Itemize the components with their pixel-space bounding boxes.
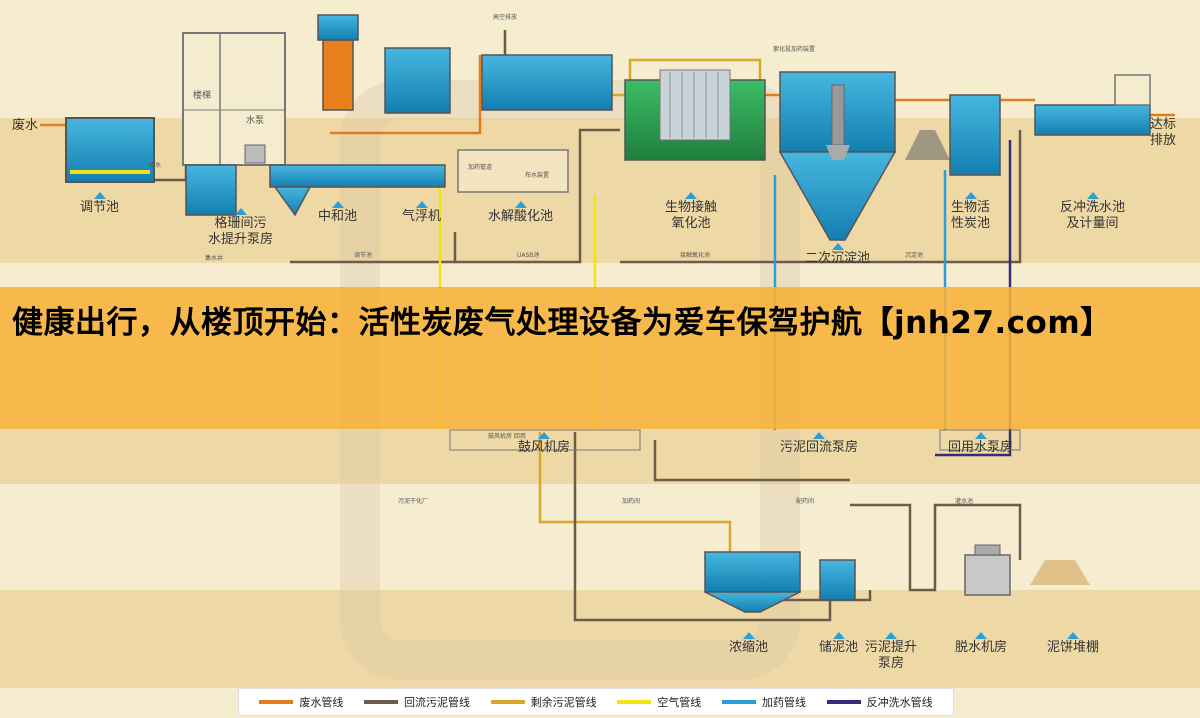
unit-label-huiyong: 回用水泵房 xyxy=(948,432,1013,456)
unit-label-fanchong: 反冲洗水池 及计量间 xyxy=(1060,192,1125,232)
pipe-legend: 废水管线 回流污泥管线 剩余污泥管线 空气管线 加药管线 反冲洗水管线 xyxy=(238,688,954,716)
unit-label-gufeng: 鼓风机房 xyxy=(518,432,570,456)
legend-swatch xyxy=(490,700,525,704)
legend-item-excess-sludge: 剩余污泥管线 xyxy=(490,694,597,710)
legend-swatch xyxy=(259,700,294,704)
unit-label-qifu: 气浮机 xyxy=(402,201,441,225)
flocculant-label: 絮化投加药装置 xyxy=(773,46,816,53)
legend-item-dosing: 加药管线 xyxy=(721,694,806,710)
headline-text: 健康出行，从楼顶开始：活性炭废气处理设备为爱车保驾护航【jnh27.com】 xyxy=(12,305,1112,341)
stairs-label: 楼梯 xyxy=(193,91,212,101)
legend-item-return-sludge: 回流污泥管线 xyxy=(363,694,470,710)
legend-swatch xyxy=(363,700,398,704)
unit-label-tuoshui: 脱水机房 xyxy=(955,632,1007,656)
legend-item-backwash: 反冲洗水管线 xyxy=(826,694,933,710)
pump-label: 水泵 xyxy=(246,116,265,126)
unit-label-wunihuiliu: 污泥回流泵房 xyxy=(780,432,858,456)
jiechu-label: 接触氧化池 xyxy=(680,252,711,259)
chendian-label: 沉淀池 xyxy=(905,252,924,259)
legend-swatch xyxy=(617,700,652,704)
jiayao-label: 加药间 xyxy=(622,498,641,505)
unit-label-shengwu: 生物接触 氧化池 xyxy=(665,192,717,232)
unit-label-nongsuo: 浓缩池 xyxy=(729,632,768,656)
outlet-label: 达标 排放 xyxy=(1150,117,1177,148)
waste-short-label: 废水 xyxy=(149,162,162,169)
unit-label-geshan: 格珊间污 水提升泵房 xyxy=(208,208,273,248)
headline-banner: 健康出行，从楼顶开始：活性炭废气处理设备为爱车保驾护航【jnh27.com】 xyxy=(0,287,1200,429)
unit-label-tiaojie: 调节池 xyxy=(80,192,119,216)
guanshui-label: 灌水池 xyxy=(955,498,974,505)
wunigan-label: 污泥干化厂 xyxy=(398,498,429,505)
unit-label-shuijie: 水解酸化池 xyxy=(488,201,553,225)
legend-item-wastewater: 废水管线 xyxy=(259,694,343,710)
unit-label-wunitisheng: 污泥提升 泵房 xyxy=(865,632,917,672)
tiaojie-small-label: 调节池 xyxy=(354,252,373,259)
legend-swatch xyxy=(826,700,861,704)
unit-label-huoxingtan: 生物活 性炭池 xyxy=(951,192,990,232)
additive-label: 加药管道 xyxy=(468,164,493,171)
uasb-label: UASB池 xyxy=(517,252,540,259)
gufeng-small-label: 鼓风机房 回用 xyxy=(488,433,526,440)
unit-label-nibing: 泥饼堆棚 xyxy=(1047,632,1099,656)
inlet-label: 废水 xyxy=(12,118,39,133)
unit-label-erci: 二次沉淀池 xyxy=(805,243,870,267)
unit-label-chuni: 储泥池 xyxy=(819,632,858,656)
peiyao-label: 配药间 xyxy=(796,498,815,505)
drain-label: 集水井 xyxy=(205,255,224,262)
unit-label-zhonghe: 中和池 xyxy=(318,201,357,225)
distributor-label: 布水装置 xyxy=(525,172,550,179)
legend-swatch xyxy=(721,700,756,704)
high-vent-label: 高空排放 xyxy=(493,14,518,21)
legend-item-air: 空气管线 xyxy=(617,694,701,710)
